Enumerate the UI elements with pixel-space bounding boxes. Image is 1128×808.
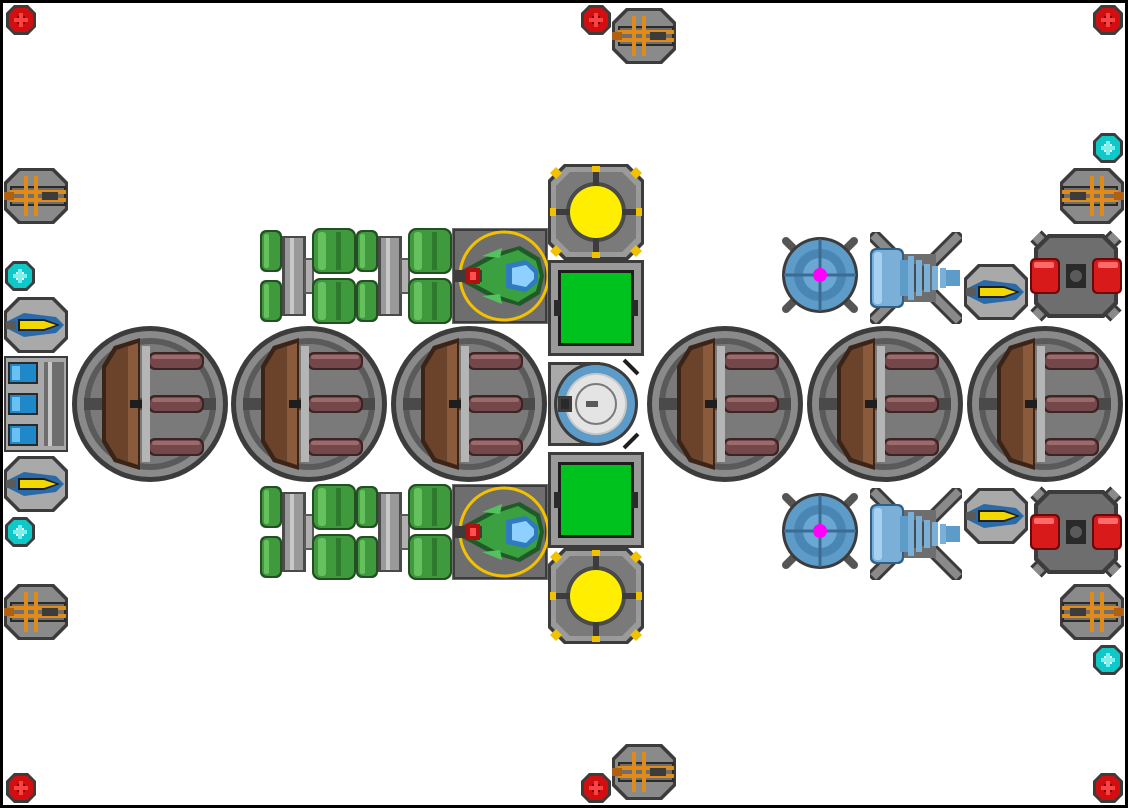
red-beacon-icon[interactable] xyxy=(6,5,36,35)
cargo-pod-icon[interactable] xyxy=(231,326,387,482)
orange-cannon-icon[interactable] xyxy=(4,168,68,224)
cyan-beacon-icon[interactable] xyxy=(1093,645,1123,675)
ion-emitter-icon[interactable] xyxy=(782,493,858,569)
cargo-pod-icon[interactable] xyxy=(391,326,547,482)
thruster-icon[interactable] xyxy=(4,356,68,452)
missile-launcher-icon[interactable] xyxy=(4,297,68,353)
cyan-beacon-icon[interactable] xyxy=(5,261,35,291)
plasma-turret-icon[interactable] xyxy=(1030,490,1122,574)
green-panel-icon[interactable] xyxy=(548,452,644,548)
orange-cannon-icon[interactable] xyxy=(4,584,68,640)
green-panel-icon[interactable] xyxy=(548,260,644,356)
orange-cannon-icon[interactable] xyxy=(612,8,676,64)
reactor-icon[interactable] xyxy=(548,164,644,260)
orange-cannon-icon[interactable] xyxy=(1060,584,1124,640)
missile-launcher-icon[interactable] xyxy=(964,488,1028,544)
red-beacon-icon[interactable] xyxy=(581,5,611,35)
orange-cannon-icon[interactable] xyxy=(1060,168,1124,224)
command-core-icon[interactable] xyxy=(548,358,640,450)
cargo-pod-icon[interactable] xyxy=(807,326,963,482)
missile-launcher-icon[interactable] xyxy=(964,264,1028,320)
cargo-pod-icon[interactable] xyxy=(72,326,228,482)
cockpit-icon[interactable] xyxy=(452,484,548,580)
cargo-pod-icon[interactable] xyxy=(967,326,1123,482)
red-beacon-icon[interactable] xyxy=(6,773,36,803)
plasma-turret-icon[interactable] xyxy=(1030,234,1122,318)
red-beacon-icon[interactable] xyxy=(1093,773,1123,803)
reactor-icon[interactable] xyxy=(548,548,644,644)
missile-launcher-icon[interactable] xyxy=(4,456,68,512)
cyan-beacon-icon[interactable] xyxy=(5,517,35,547)
ion-emitter-icon[interactable] xyxy=(782,237,858,313)
cyan-beacon-icon[interactable] xyxy=(1093,133,1123,163)
red-beacon-icon[interactable] xyxy=(581,773,611,803)
cargo-pod-icon[interactable] xyxy=(647,326,803,482)
cockpit-icon[interactable] xyxy=(452,228,548,324)
orange-cannon-icon[interactable] xyxy=(612,744,676,800)
red-beacon-icon[interactable] xyxy=(1093,5,1123,35)
